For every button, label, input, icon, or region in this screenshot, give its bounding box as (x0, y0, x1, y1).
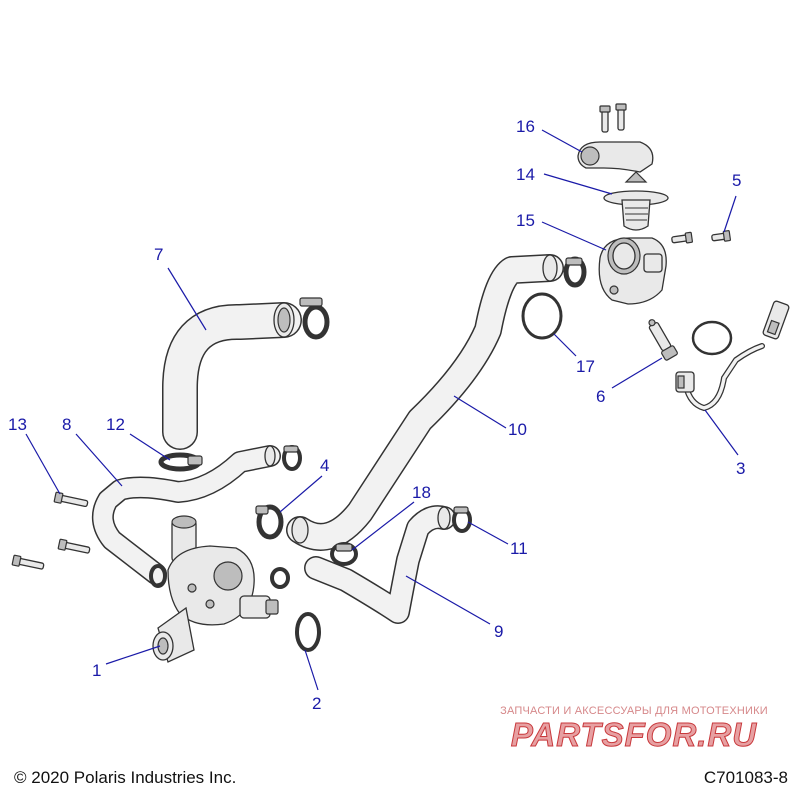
hose-clamp-7 (299, 297, 330, 340)
leader-12 (129, 433, 171, 461)
leader-8 (75, 433, 123, 487)
hose-part-8 (91, 445, 281, 585)
callout-14: 14 (516, 165, 535, 184)
hose-clamp-lower (270, 567, 290, 589)
hose-clamp-8 (282, 445, 302, 471)
hose-part-7 (162, 302, 302, 450)
hose-clamp-part-18 (330, 542, 358, 566)
wiring-harness-part-3 (675, 300, 790, 412)
bolts-part-13 (11, 491, 91, 570)
drawing-code: C701083-8 (703, 768, 788, 787)
callout-17: 17 (576, 357, 595, 376)
leader-17 (553, 333, 577, 357)
thermostat-part-14 (603, 171, 669, 231)
leader-lines (25, 129, 739, 691)
copyright-notice: © 2020 Polaris Industries Inc. (14, 768, 237, 787)
hose-clamp-pump (149, 564, 167, 588)
callout-3: 3 (736, 459, 745, 478)
thermostat-cover-part-16 (577, 103, 654, 173)
callout-8: 8 (62, 415, 71, 434)
leader-13 (25, 433, 61, 495)
callout-11: 11 (510, 539, 528, 558)
o-ring-part-17 (521, 292, 563, 340)
hose-part-9 (304, 505, 456, 624)
leader-9 (405, 575, 491, 625)
leader-18 (351, 501, 415, 551)
leader-4 (279, 475, 323, 513)
callout-16: 16 (516, 117, 535, 136)
leader-6 (611, 357, 663, 389)
callout-12: 12 (106, 415, 125, 434)
callout-5: 5 (732, 171, 741, 190)
temperature-sensor-part-6 (648, 319, 678, 361)
watermark-tagline: ЗАПЧАСТИ И АКСЕССУАРЫ ДЛЯ МОТОТЕХНИКИ (500, 705, 768, 717)
watermark-logo-text: PARTSFOR.RU (511, 716, 757, 752)
callout-15: 15 (516, 211, 535, 230)
leader-3 (704, 409, 739, 456)
callout-2: 2 (312, 694, 321, 713)
hose-clamp-part-4 (255, 504, 284, 540)
leader-15 (541, 221, 607, 251)
leader-7 (167, 267, 207, 331)
leader-16 (541, 129, 583, 153)
callout-6: 6 (596, 387, 605, 406)
callout-4: 4 (320, 456, 329, 475)
leader-10 (453, 395, 507, 429)
callout-10: 10 (508, 420, 527, 439)
leader-14 (543, 173, 613, 195)
leader-5 (723, 195, 737, 233)
callout-13: 13 (8, 415, 27, 434)
watermark-logo: PARTSFOR.RU (510, 716, 757, 752)
callout-1: 1 (92, 661, 101, 680)
o-ring-part-2 (295, 612, 321, 652)
callout-labels: 1 2 3 4 5 6 7 8 9 10 11 12 13 14 15 16 1… (8, 117, 745, 713)
leader-2 (304, 649, 319, 691)
hose-clamp-part-11 (452, 506, 472, 533)
hose-clamp-12 (158, 452, 203, 472)
leader-11 (467, 521, 509, 545)
leader-1 (105, 645, 161, 665)
water-pump-part-1 (152, 515, 279, 663)
callout-7: 7 (154, 245, 163, 264)
callout-9: 9 (494, 622, 503, 641)
hose-part-10 (286, 254, 564, 551)
bolts-part-5 (671, 230, 731, 244)
callout-18: 18 (412, 483, 431, 502)
thermostat-housing-part-15 (598, 237, 667, 305)
hose-clamp-10 (563, 256, 587, 288)
